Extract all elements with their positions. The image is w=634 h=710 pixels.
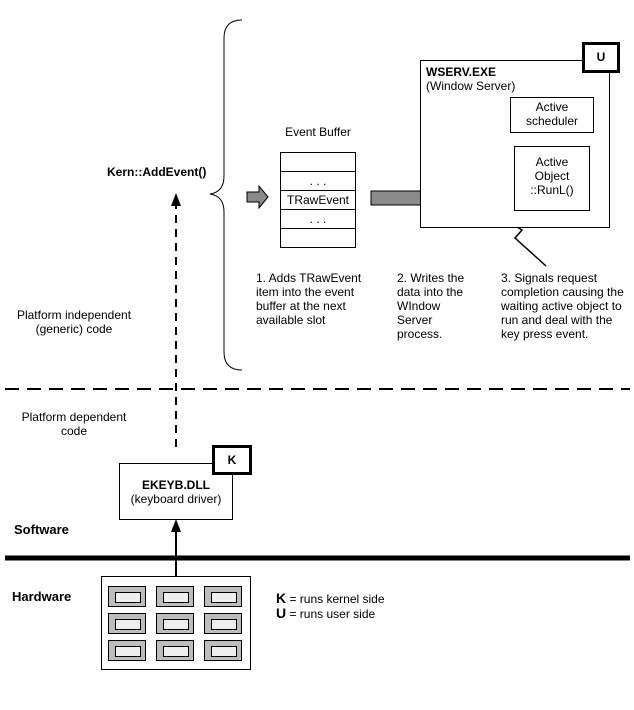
keyboard-key-face [115,619,141,630]
buffer-slot [281,153,355,172]
keyboard-key [108,613,146,634]
ekeyb-subtitle: (keyboard driver) [130,492,222,506]
keyboard-keys [108,586,246,662]
legend-key-k: K [276,590,287,606]
dashed-arrow-head [171,193,181,206]
keyboard-key [204,640,242,661]
legend-item-user: U = runs user side [276,606,375,621]
legend-item-kernel: K = runs kernel side [276,591,385,606]
keyboard-key [204,586,242,607]
buffer-slot: . . . [281,210,355,229]
active-object-line: Active [535,155,569,169]
keyboard [101,576,251,670]
kern-add-event-label: Kern::AddEvent() [107,165,207,179]
ekeyb-badge: K [212,445,252,475]
keyboard-key-face [211,646,237,657]
active-object-box: Active Object ::RunL() [514,146,590,211]
hw-arrow-head [171,519,181,532]
event-buffer-title: Event Buffer [285,125,351,139]
keyboard-key-face [115,646,141,657]
buffer-slot-traw-event: TRawEvent [281,191,355,210]
platform-dependent-label: Platform dependent code [21,410,127,438]
keyboard-key [108,640,146,661]
event-buffer: . . . TRawEvent . . . [280,152,356,248]
keyboard-key-face [163,646,189,657]
platform-independent-label: Platform independent (generic) code [16,308,132,336]
wserv-subtitle: (Window Server) [426,79,516,93]
ekeyb-title: EKEYB.DLL [141,478,210,492]
keyboard-key-face [115,592,141,603]
active-object-line: Object [534,169,570,183]
step-3-text: 3. Signals request completion causing th… [501,271,624,341]
keyboard-key-face [211,592,237,603]
legend-text-kernel: = runs kernel side [289,592,385,606]
wserv-title: WSERV.EXE [426,65,497,79]
legend-key-u: U [276,605,287,621]
keyboard-key [156,613,194,634]
active-object-line: ::RunL() [530,183,574,197]
step-2-text: 2. Writes the data into the WIndow Serve… [397,271,465,341]
keyboard-key [204,613,242,634]
keyboard-key [156,640,194,661]
keyboard-key-face [163,619,189,630]
legend-text-user: = runs user side [289,607,376,621]
step-1-text: 1. Adds TRawEvent item into the event bu… [256,271,362,327]
buffer-slot: . . . [281,172,355,191]
buffer-slot [281,229,355,247]
keyboard-key [156,586,194,607]
hardware-label: Hardware [12,589,72,604]
grey-arrow-1 [246,184,269,210]
software-label: Software [14,522,69,537]
brace [209,19,243,371]
keyboard-key-face [163,592,189,603]
wserv-badge: U [582,42,620,73]
active-scheduler-label: Active scheduler [525,100,579,128]
active-scheduler-box: Active scheduler [510,97,594,133]
keyboard-key [108,586,146,607]
keyboard-key-face [211,619,237,630]
